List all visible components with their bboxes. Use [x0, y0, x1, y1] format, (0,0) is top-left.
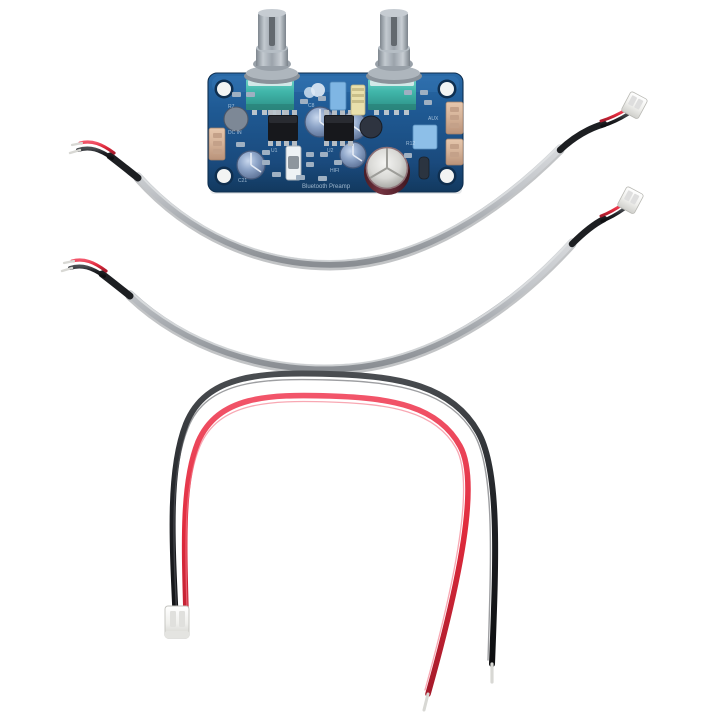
misc-components: [304, 83, 430, 180]
film-capacitor: [350, 84, 366, 116]
slide-switch[interactable]: [285, 145, 302, 181]
power-cable-red-tip: [422, 692, 430, 712]
grey-cable-upper: [68, 91, 648, 271]
electrolytic-capacitor-main: [364, 146, 410, 195]
silk-dcin: DC IN: [228, 130, 242, 136]
jst-header-right-bottom[interactable]: [445, 138, 464, 166]
jst-connector-upper: [621, 91, 648, 119]
pcb-silkscreen: Bluetooth Preamp HIFI DC IN AUX R7 C8 U1…: [228, 103, 439, 190]
op-amp-ic-1: [268, 110, 298, 146]
silk-hifi: HIFI: [330, 168, 339, 174]
power-cable-connector: [164, 605, 190, 639]
jst-header-left[interactable]: [208, 127, 226, 161]
smd-parts: [232, 90, 432, 181]
blue-box-capacitors: [329, 81, 438, 150]
pot-shaft-bass[interactable]: [244, 9, 300, 84]
jst-header-right-top[interactable]: [445, 101, 464, 135]
silk-r7: R7: [228, 104, 235, 110]
grey-cable-lower: [60, 186, 644, 375]
silk-r12: R12: [406, 141, 415, 147]
silk-u1: U1: [271, 148, 278, 154]
silk-u2: U2: [327, 148, 334, 154]
power-cable: [164, 370, 499, 712]
silk-c8: C8: [308, 103, 315, 109]
pot-shaft-volume[interactable]: [366, 9, 422, 84]
silk-board-name: Bluetooth Preamp: [302, 184, 351, 190]
silk-aux: AUX: [428, 116, 439, 122]
silk-c21: C21: [238, 178, 247, 184]
potentiometer-volume[interactable]: [368, 79, 416, 115]
jst-connector-lower: [617, 186, 644, 214]
pcb-board: Bluetooth Preamp HIFI DC IN AUX R7 C8 U1…: [207, 9, 464, 195]
pcb-mounting-holes: [214, 79, 457, 186]
op-amp-ic-2: [324, 110, 354, 146]
